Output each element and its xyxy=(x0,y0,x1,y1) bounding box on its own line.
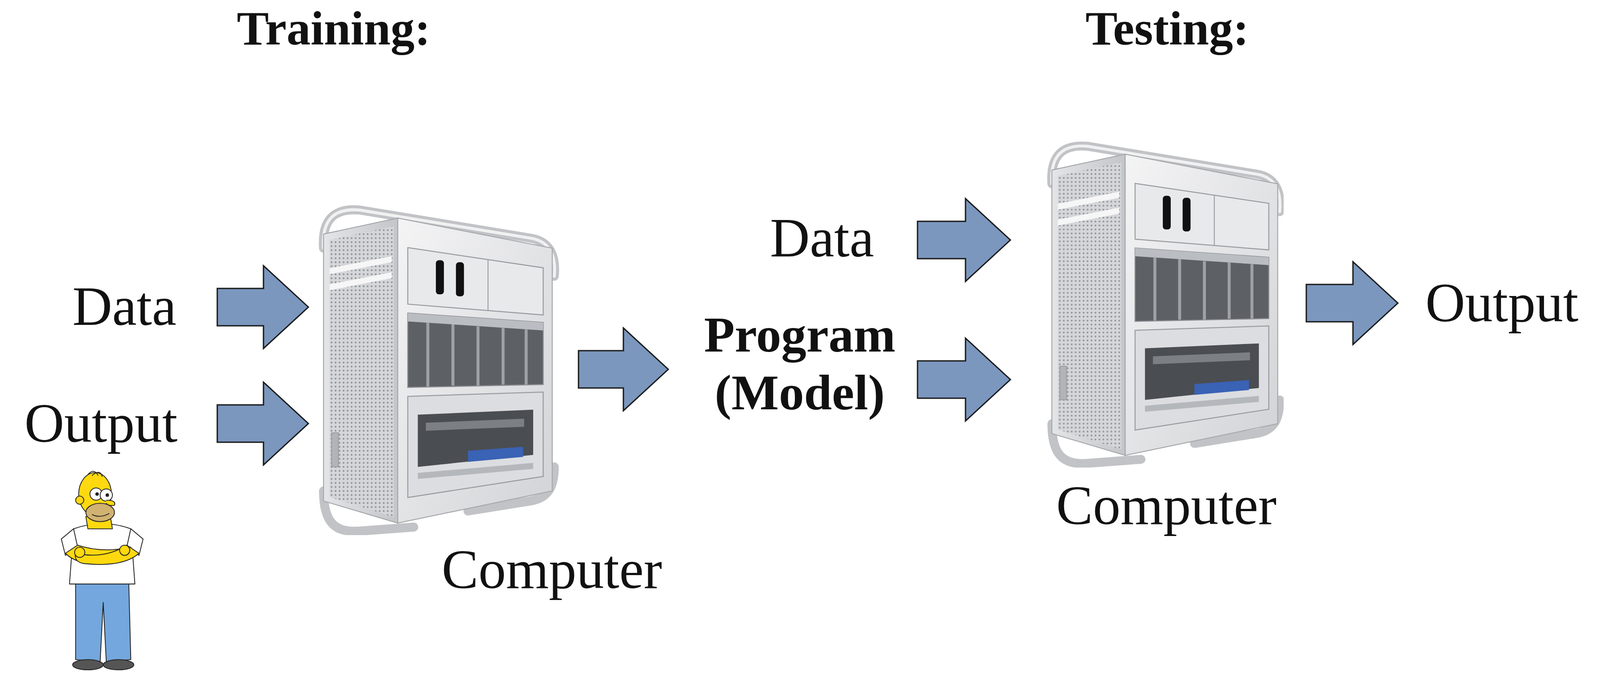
homer-figure xyxy=(75,581,131,662)
block-arrow xyxy=(217,265,309,349)
node-text: Output xyxy=(24,391,179,456)
model-label: Program (Model) xyxy=(703,305,897,422)
homer-figure xyxy=(61,470,144,670)
homer-figure xyxy=(99,488,113,502)
block-arrow xyxy=(917,198,1011,282)
section-heading: Testing: xyxy=(1085,4,1249,53)
computer-illustration xyxy=(1051,146,1281,464)
input-label: Data xyxy=(72,275,178,339)
node-text: Computer xyxy=(441,538,663,602)
block-arrow xyxy=(917,338,1011,421)
homer-figure xyxy=(106,493,109,497)
homer-figure xyxy=(74,546,85,558)
node-text: Computer xyxy=(1056,474,1277,538)
homer-figure xyxy=(85,502,115,522)
node-text: Program (Model) xyxy=(703,305,897,422)
block-arrow xyxy=(1306,261,1398,345)
section-heading: Training: xyxy=(236,4,431,53)
computer-node: Computer xyxy=(316,203,560,535)
homer-figure xyxy=(72,659,104,670)
node-text: Output xyxy=(1425,271,1580,336)
output-label: Output xyxy=(1425,271,1580,336)
homer-figure xyxy=(91,513,110,516)
homer-figure xyxy=(75,495,84,504)
homer-figure xyxy=(103,659,134,670)
homer-figure xyxy=(95,492,99,496)
node-text: Data xyxy=(770,206,876,271)
node-text: Data xyxy=(72,275,178,339)
homer-figure xyxy=(119,545,130,556)
computer-illustration xyxy=(323,209,555,532)
homer-figure xyxy=(106,499,115,506)
homer-figure xyxy=(75,545,139,565)
block-arrow xyxy=(578,327,669,411)
input-label: Output xyxy=(24,391,179,456)
block-arrow xyxy=(217,382,309,465)
homer-figure xyxy=(87,470,103,477)
computer-illustration xyxy=(323,146,1281,532)
computer-node: Computer xyxy=(1045,139,1284,468)
input-label: Data xyxy=(770,206,876,271)
